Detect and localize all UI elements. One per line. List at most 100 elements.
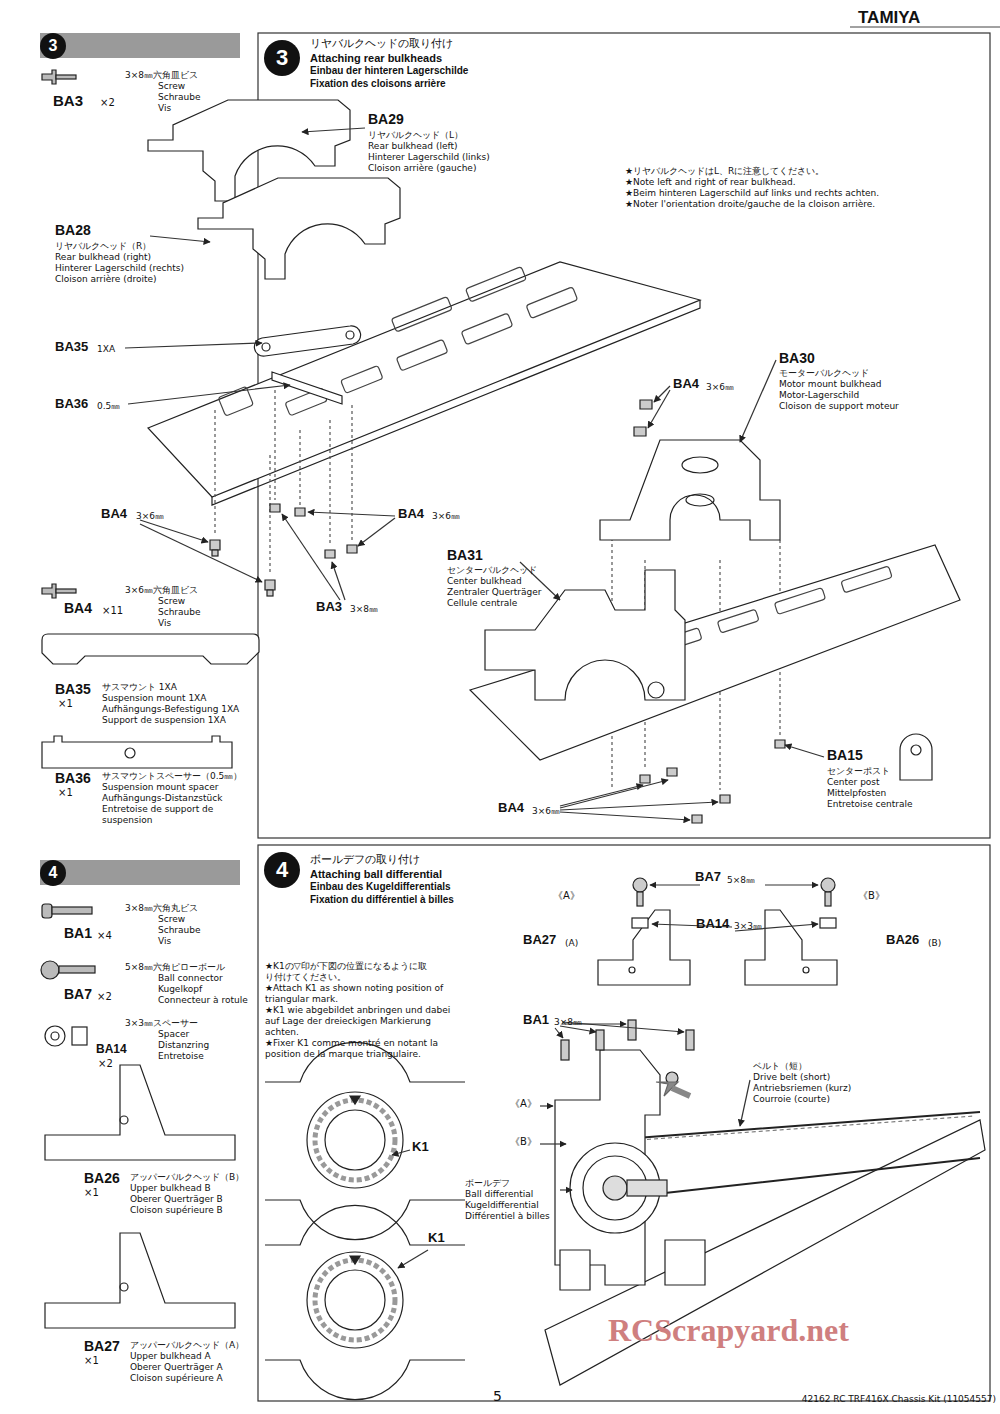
caption-text: Cellule centrale (447, 598, 517, 608)
caption-text: (B) (928, 938, 941, 948)
caption-text: Cloison supérieure A (130, 1373, 223, 1383)
caption-text: Center post (827, 777, 880, 787)
part-label: Attaching rear bulkheads (310, 52, 442, 65)
part-label: BA26 (886, 933, 919, 948)
caption-text: achten. (265, 1027, 299, 1037)
caption-text: Schraube (158, 92, 201, 102)
part-label: Attaching ball differential (310, 868, 442, 881)
caption-text: 3×8㎜ (554, 1017, 582, 1027)
caption-text: 3×8㎜六角皿ビス (125, 70, 198, 80)
step-number: 3 (264, 40, 300, 76)
watermark: RCScrapyard.net (608, 1312, 849, 1349)
caption-text: ★Beim hinteren Lagerschild auf links und… (625, 188, 879, 198)
caption-text: ×1 (58, 787, 73, 799)
caption-text: 5×8㎜ (727, 875, 755, 885)
caption-text: リヤバルクヘッドの取り付け (310, 38, 453, 51)
caption-text: Hinterer Lagerschild (rechts) (55, 263, 184, 273)
part-label: BA14 (696, 917, 729, 932)
caption-text: Distanzring (158, 1040, 209, 1050)
caption-text: Upper bulkhead A (130, 1351, 211, 1361)
caption-text: 《A》 (510, 1098, 537, 1110)
caption-text: ★K1の▽印が下図の位置になるように取 (265, 961, 427, 971)
caption-text: リヤバルクヘッド（R） (55, 241, 151, 251)
caption-text: Différentiel à billes (465, 1211, 550, 1221)
caption-text: ×2 (100, 97, 115, 109)
caption-text: Oberer Querträger A (130, 1362, 223, 1372)
part-label: BA36 (55, 397, 88, 412)
part-label: BA35 (55, 681, 91, 697)
part-label: Einbau des Kugeldifferentials (310, 881, 451, 893)
caption-text: センターバルクヘッド (447, 565, 537, 575)
caption-text: 《B》 (858, 890, 885, 902)
caption-text: 3×6㎜ (136, 511, 164, 521)
caption-text: Center bulkhead (447, 576, 522, 586)
part-label: BA1 (64, 925, 92, 941)
caption-text: Courroie (courte) (753, 1094, 830, 1104)
caption-text: 42162 RC TRF416X Chassis Kit (11054557) (802, 1394, 996, 1404)
caption-text: Schraube (158, 607, 201, 617)
caption-text: 0.5㎜ (97, 401, 120, 411)
caption-text: suspension (102, 815, 152, 825)
caption-text: 3×6㎜ (706, 382, 734, 392)
caption-text: (A) (565, 938, 578, 948)
step-number-text: 3 (276, 45, 288, 71)
caption-text: センターポスト (827, 766, 890, 776)
caption-text: 3×3㎜スペーサー (125, 1018, 198, 1028)
part-label: BA15 (827, 747, 863, 763)
caption-text: Aufhängungs-Distanzstück (102, 793, 222, 803)
caption-text: Drive belt (short) (753, 1072, 830, 1082)
caption-text: Antriebsriemen (kurz) (753, 1083, 851, 1093)
part-label: BA4 (498, 801, 524, 816)
part-label: BA36 (55, 770, 91, 786)
caption-text: Vis (158, 618, 171, 628)
part-label: Fixation du différentiel à billes (310, 894, 454, 906)
step-number: 3 (40, 33, 66, 59)
part-label: BA14 (96, 1043, 127, 1057)
caption-text: Cloison arrière (gauche) (368, 163, 476, 173)
caption-text: サスマウント 1XA (102, 682, 177, 692)
caption-text: 5 (493, 1388, 502, 1404)
caption-text: Screw (158, 81, 185, 91)
part-label: BA26 (84, 1170, 120, 1186)
caption-text: Rear bulkhead (left) (368, 141, 458, 151)
caption-text: 3×6㎜六角皿ビス (125, 585, 198, 595)
caption-text: ★K1 wie abgebildet anbringen und dabei (265, 1005, 450, 1015)
part-label: BA27 (523, 933, 556, 948)
part-label: BA7 (695, 870, 721, 885)
caption-text: ★Fixer K1 comme montré en notant la (265, 1038, 438, 1048)
caption-text: 《B》 (510, 1136, 537, 1148)
caption-text: ×1 (84, 1187, 99, 1199)
part-label: BA29 (368, 111, 404, 127)
part-label: K1 (412, 1140, 429, 1155)
part-label: BA30 (779, 350, 815, 366)
caption-text: り付けてください。 (265, 972, 346, 982)
part-label: BA4 (64, 600, 92, 616)
caption-text: ★リヤバルクヘッドはL、Rに注意してください。 (625, 166, 824, 176)
caption-text: Rear bulkhead (right) (55, 252, 151, 262)
part-label: BA1 (523, 1013, 549, 1028)
caption-text: ×1 (58, 698, 73, 710)
part-label: Fixation des cloisons arrière (310, 78, 446, 90)
caption-text: Vis (158, 103, 171, 113)
caption-text: ボールデフ (465, 1178, 510, 1188)
caption-text: Motor mount bulkhead (779, 379, 882, 389)
part-label: BA3 (53, 92, 83, 109)
part-label: BA4 (673, 377, 699, 392)
caption-text: Cloison supérieure B (130, 1205, 223, 1215)
caption-text: Cloison de support moteur (779, 401, 899, 411)
caption-text: Hinterer Lagerschild (links) (368, 152, 490, 162)
part-label: TAMIYA (858, 8, 920, 28)
caption-text: Ball connector (158, 973, 223, 983)
caption-text: Schraube (158, 925, 201, 935)
caption-text: 5×8㎜六角ピローボール (125, 962, 225, 972)
caption-text: 3×3㎜ (734, 921, 762, 931)
caption-text: 《A》 (553, 890, 580, 902)
part-label: BA7 (64, 986, 92, 1002)
caption-text: 3×6㎜ (532, 806, 560, 816)
part-label: BA4 (101, 507, 127, 522)
caption-text: Support de suspension 1XA (102, 715, 226, 725)
caption-text: Zentraler Querträger (447, 587, 541, 597)
caption-text: Spacer (158, 1029, 189, 1039)
caption-text: ★Attach K1 as shown noting position of (265, 983, 443, 993)
